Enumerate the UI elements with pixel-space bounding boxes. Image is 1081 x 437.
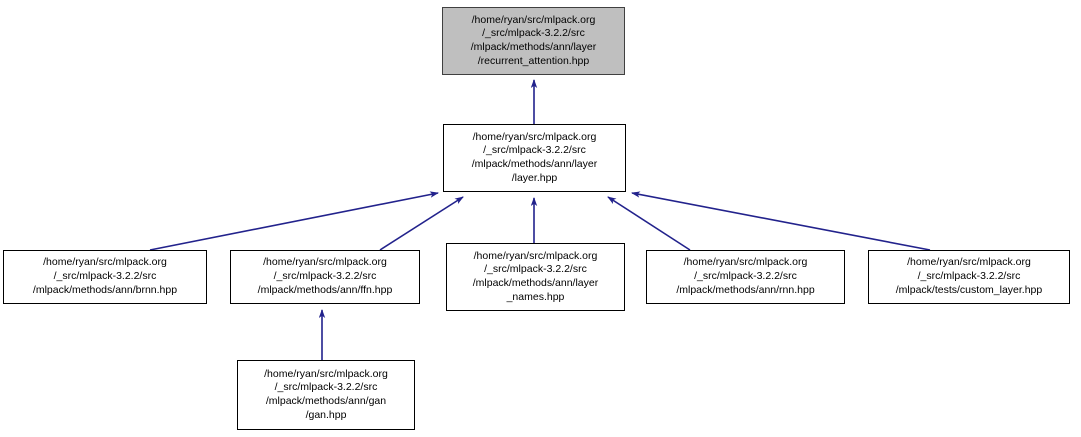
- graph-node-brnn[interactable]: /home/ryan/src/mlpack.org /_src/mlpack-3…: [3, 250, 207, 304]
- graph-node-label: /home/ryan/src/mlpack.org /_src/mlpack-3…: [257, 256, 393, 296]
- graph-node-label: /home/ryan/src/mlpack.org /_src/mlpack-3…: [32, 256, 178, 296]
- graph-node-label: /home/ryan/src/mlpack.org /_src/mlpack-3…: [895, 256, 1043, 296]
- graph-node-layer_names[interactable]: /home/ryan/src/mlpack.org /_src/mlpack-3…: [446, 243, 625, 311]
- graph-node-layer[interactable]: /home/ryan/src/mlpack.org /_src/mlpack-3…: [443, 124, 626, 192]
- graph-node-gan[interactable]: /home/ryan/src/mlpack.org /_src/mlpack-3…: [237, 360, 415, 430]
- graph-node-label: /home/ryan/src/mlpack.org /_src/mlpack-3…: [264, 367, 388, 421]
- graph-edge-brnn-to-layer: [149, 191, 439, 251]
- graph-edge-custom_layer-to-layer: [631, 191, 931, 251]
- graph-node-rnn[interactable]: /home/ryan/src/mlpack.org /_src/mlpack-3…: [646, 250, 845, 304]
- graph-node-custom_layer[interactable]: /home/ryan/src/mlpack.org /_src/mlpack-3…: [868, 250, 1070, 304]
- graph-node-label: /home/ryan/src/mlpack.org /_src/mlpack-3…: [470, 13, 597, 67]
- graph-node-label: /home/ryan/src/mlpack.org /_src/mlpack-3…: [472, 249, 599, 303]
- graph-node-label: /home/ryan/src/mlpack.org /_src/mlpack-3…: [676, 256, 815, 296]
- graph-node-recurrent_attention[interactable]: /home/ryan/src/mlpack.org /_src/mlpack-3…: [442, 7, 625, 75]
- graph-node-label: /home/ryan/src/mlpack.org /_src/mlpack-3…: [471, 130, 598, 184]
- graph-node-ffn[interactable]: /home/ryan/src/mlpack.org /_src/mlpack-3…: [230, 250, 420, 304]
